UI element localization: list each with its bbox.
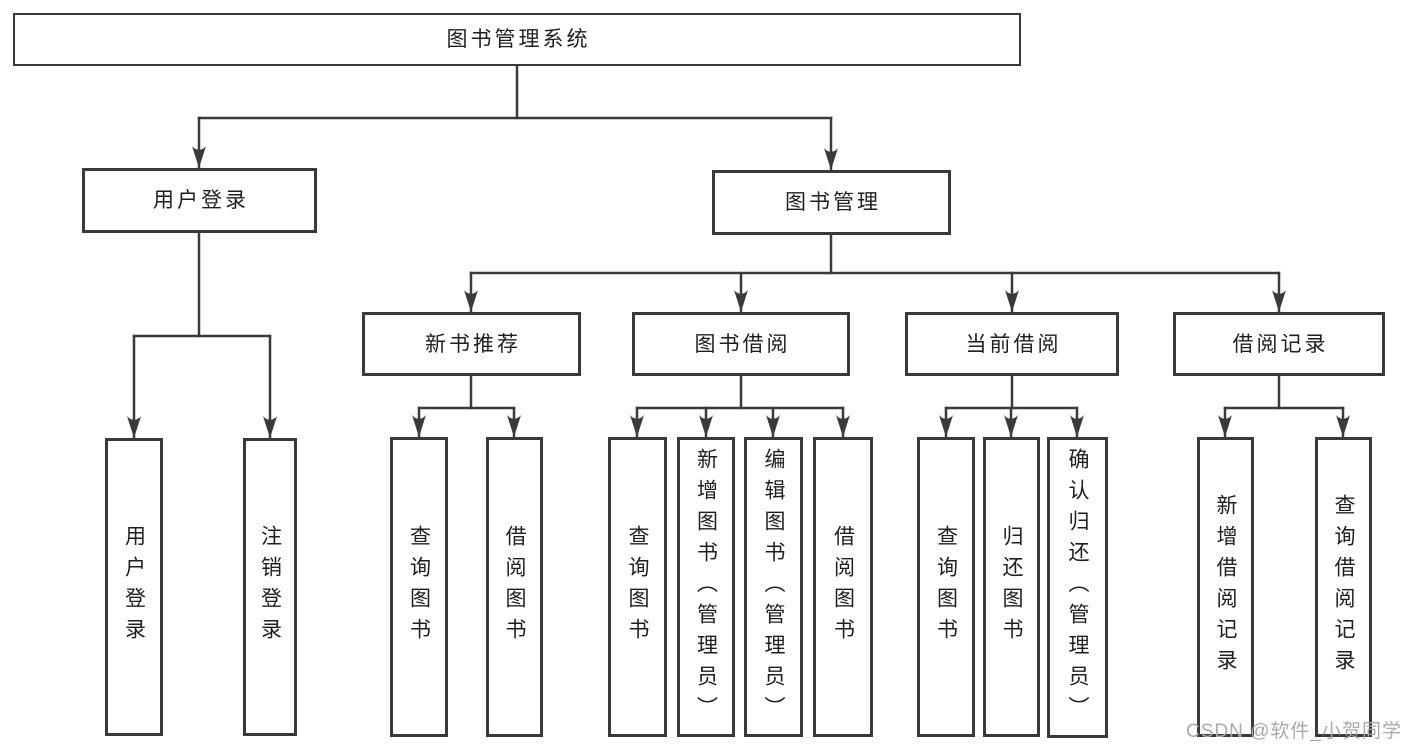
node-new-book-recommendation: 新书推荐: [362, 312, 581, 376]
node-label: 查询图书: [407, 525, 431, 649]
node-leaf-return-books: 归还图书: [983, 437, 1040, 737]
node-label: 查询图书: [934, 525, 958, 649]
node-label: 新增图书（管理员）: [694, 447, 718, 727]
node-book-management: 图书管理: [712, 170, 951, 235]
node-leaf-query-books-2: 查询图书: [608, 437, 667, 737]
node-label: 图书借阅: [694, 332, 791, 356]
node-label: 图书管理: [785, 191, 881, 214]
node-label: 用户登录: [153, 189, 249, 212]
node-label: 归还图书: [1000, 525, 1023, 649]
node-current-borrowing: 当前借阅: [905, 312, 1119, 376]
node-leaf-edit-books-admin: 编辑图书（管理员）: [744, 437, 803, 737]
node-label: 当前借阅: [965, 332, 1062, 356]
node-label: 新书推荐: [425, 332, 521, 356]
node-label: 用户登录: [122, 525, 146, 649]
node-label: 图书管理系统: [446, 28, 591, 51]
node-leaf-query-books-3: 查询图书: [917, 437, 975, 737]
node-label: 查询借阅记录: [1332, 494, 1355, 680]
node-label: 编辑图书（管理员）: [762, 447, 785, 727]
node-leaf-logout: 注销登录: [243, 438, 297, 736]
node-library-management-system: 图书管理系统: [13, 13, 1021, 66]
node-borrowing-records: 借阅记录: [1173, 312, 1385, 376]
node-leaf-query-borrow-record: 查询借阅记录: [1315, 437, 1372, 737]
node-book-borrowing: 图书借阅: [632, 312, 850, 376]
node-leaf-borrow-books-2: 借阅图书: [813, 437, 873, 737]
node-leaf-query-books-1: 查询图书: [390, 437, 448, 737]
node-label: 新增借阅记录: [1214, 494, 1237, 680]
node-label: 借阅记录: [1232, 332, 1329, 356]
csdn-watermark: CSDN @软件_小贺同学: [1186, 721, 1402, 742]
node-leaf-add-borrow-record: 新增借阅记录: [1197, 437, 1254, 737]
node-label: 借阅图书: [831, 525, 855, 649]
node-leaf-confirm-return-admin: 确认归还（管理员）: [1047, 437, 1108, 738]
node-label: 注销登录: [258, 525, 282, 649]
node-leaf-borrow-books-1: 借阅图书: [486, 437, 543, 737]
node-label: 查询图书: [626, 525, 649, 649]
node-label: 确认归还（管理员）: [1066, 448, 1089, 727]
node-user-login: 用户登录: [82, 168, 317, 233]
node-leaf-user-login: 用户登录: [105, 438, 163, 736]
node-label: 借阅图书: [503, 525, 526, 649]
node-leaf-add-books-admin: 新增图书（管理员）: [677, 437, 735, 737]
